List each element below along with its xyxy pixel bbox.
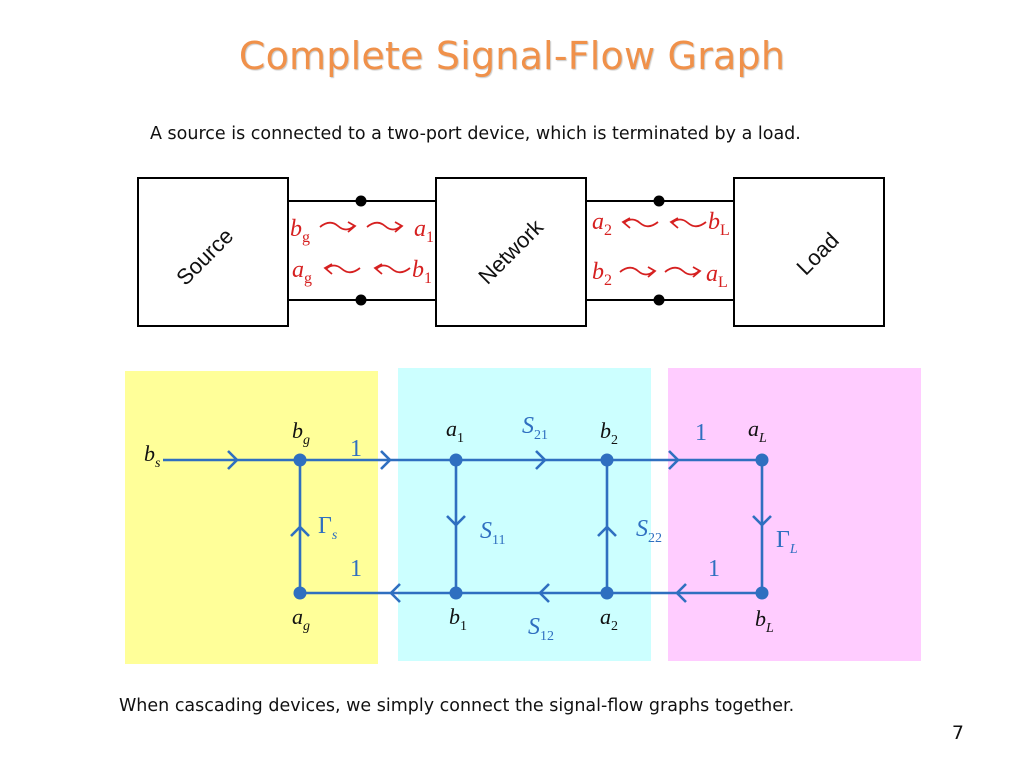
port1-terminal-top [355, 195, 367, 207]
slide-subtitle: A source is connected to a two-port devi… [150, 124, 801, 144]
page-number: 7 [951, 722, 964, 744]
arrow-down-icon [752, 515, 772, 527]
wave-arrow-right-icon [366, 221, 404, 233]
label-a1: a1 [446, 416, 464, 446]
wave-arrow-right-icon [664, 266, 702, 278]
port2-terminal-bottom [653, 294, 665, 306]
wave-arrow-left-icon [669, 217, 707, 229]
network-box [435, 177, 587, 327]
source-region [125, 371, 378, 664]
wave-aL-label: aL [706, 261, 728, 291]
port2-terminal-top [653, 195, 665, 207]
gain-s21: S21 [522, 413, 548, 443]
gain-b2-aL: 1 [695, 420, 707, 446]
wave-arrow-left-icon [373, 263, 411, 275]
arrow-right-icon [380, 450, 392, 470]
load-region [668, 368, 921, 661]
wave-arrow-left-icon [323, 263, 361, 275]
port1-terminal-bottom [355, 294, 367, 306]
wave-arrow-right-icon [619, 266, 657, 278]
label-a2: a2 [600, 604, 618, 634]
node-b2 [600, 453, 614, 467]
network-region [398, 368, 651, 661]
label-ag: ag [292, 604, 310, 634]
gain-gamma-L: ΓL [776, 527, 798, 557]
node-b1 [449, 586, 463, 600]
gain-gamma-s: Γs [318, 513, 338, 543]
slide-title: Complete Signal-Flow Graph [238, 34, 786, 78]
gain-b1-ag: 1 [350, 556, 362, 582]
arrow-left-icon [389, 583, 401, 603]
arrow-down-icon [446, 515, 466, 527]
label-b2: b2 [600, 418, 618, 448]
gain-s22: S22 [636, 516, 662, 546]
wave-b1-label: b1 [412, 257, 432, 287]
gain-s12: S12 [528, 614, 554, 644]
wave-arrow-left-icon [621, 217, 659, 229]
wave-bL-label: bL [708, 209, 730, 239]
wave-ag-label: ag [292, 257, 312, 287]
arrow-up-icon [290, 525, 310, 537]
node-aL [755, 453, 769, 467]
arrow-left-icon [538, 583, 550, 603]
label-bs: bs [144, 441, 161, 471]
wave-bg-label: bg [290, 216, 310, 246]
wave-arrow-right-icon [319, 221, 357, 233]
circuit-diagram: Source Network Load bg a1 ag b1 a2 bL b2… [137, 177, 885, 327]
arrow-right-icon [535, 450, 547, 470]
node-ag [293, 586, 307, 600]
gain-s11: S11 [480, 518, 505, 548]
node-a1 [449, 453, 463, 467]
node-a2 [600, 586, 614, 600]
gain-bL-a2: 1 [708, 556, 720, 582]
flow-graph-nodes [293, 453, 769, 600]
node-bL [755, 586, 769, 600]
node-bg [293, 453, 307, 467]
wave-a1-label: a1 [414, 216, 434, 246]
wave-a2-label: a2 [592, 209, 612, 239]
label-bg: bg [292, 418, 310, 448]
label-bL: bL [755, 606, 774, 636]
source-box [137, 177, 289, 327]
arrow-right-icon [227, 450, 239, 470]
load-box [733, 177, 885, 327]
label-aL: aL [748, 416, 767, 446]
arrow-up-icon [597, 525, 617, 537]
wave-b2-label: b2 [592, 259, 612, 289]
arrow-left-icon [675, 583, 687, 603]
arrow-right-icon [668, 450, 680, 470]
slide-footer: When cascading devices, we simply connec… [119, 696, 795, 716]
label-b1: b1 [449, 604, 467, 634]
gain-bg-a1: 1 [350, 436, 362, 462]
